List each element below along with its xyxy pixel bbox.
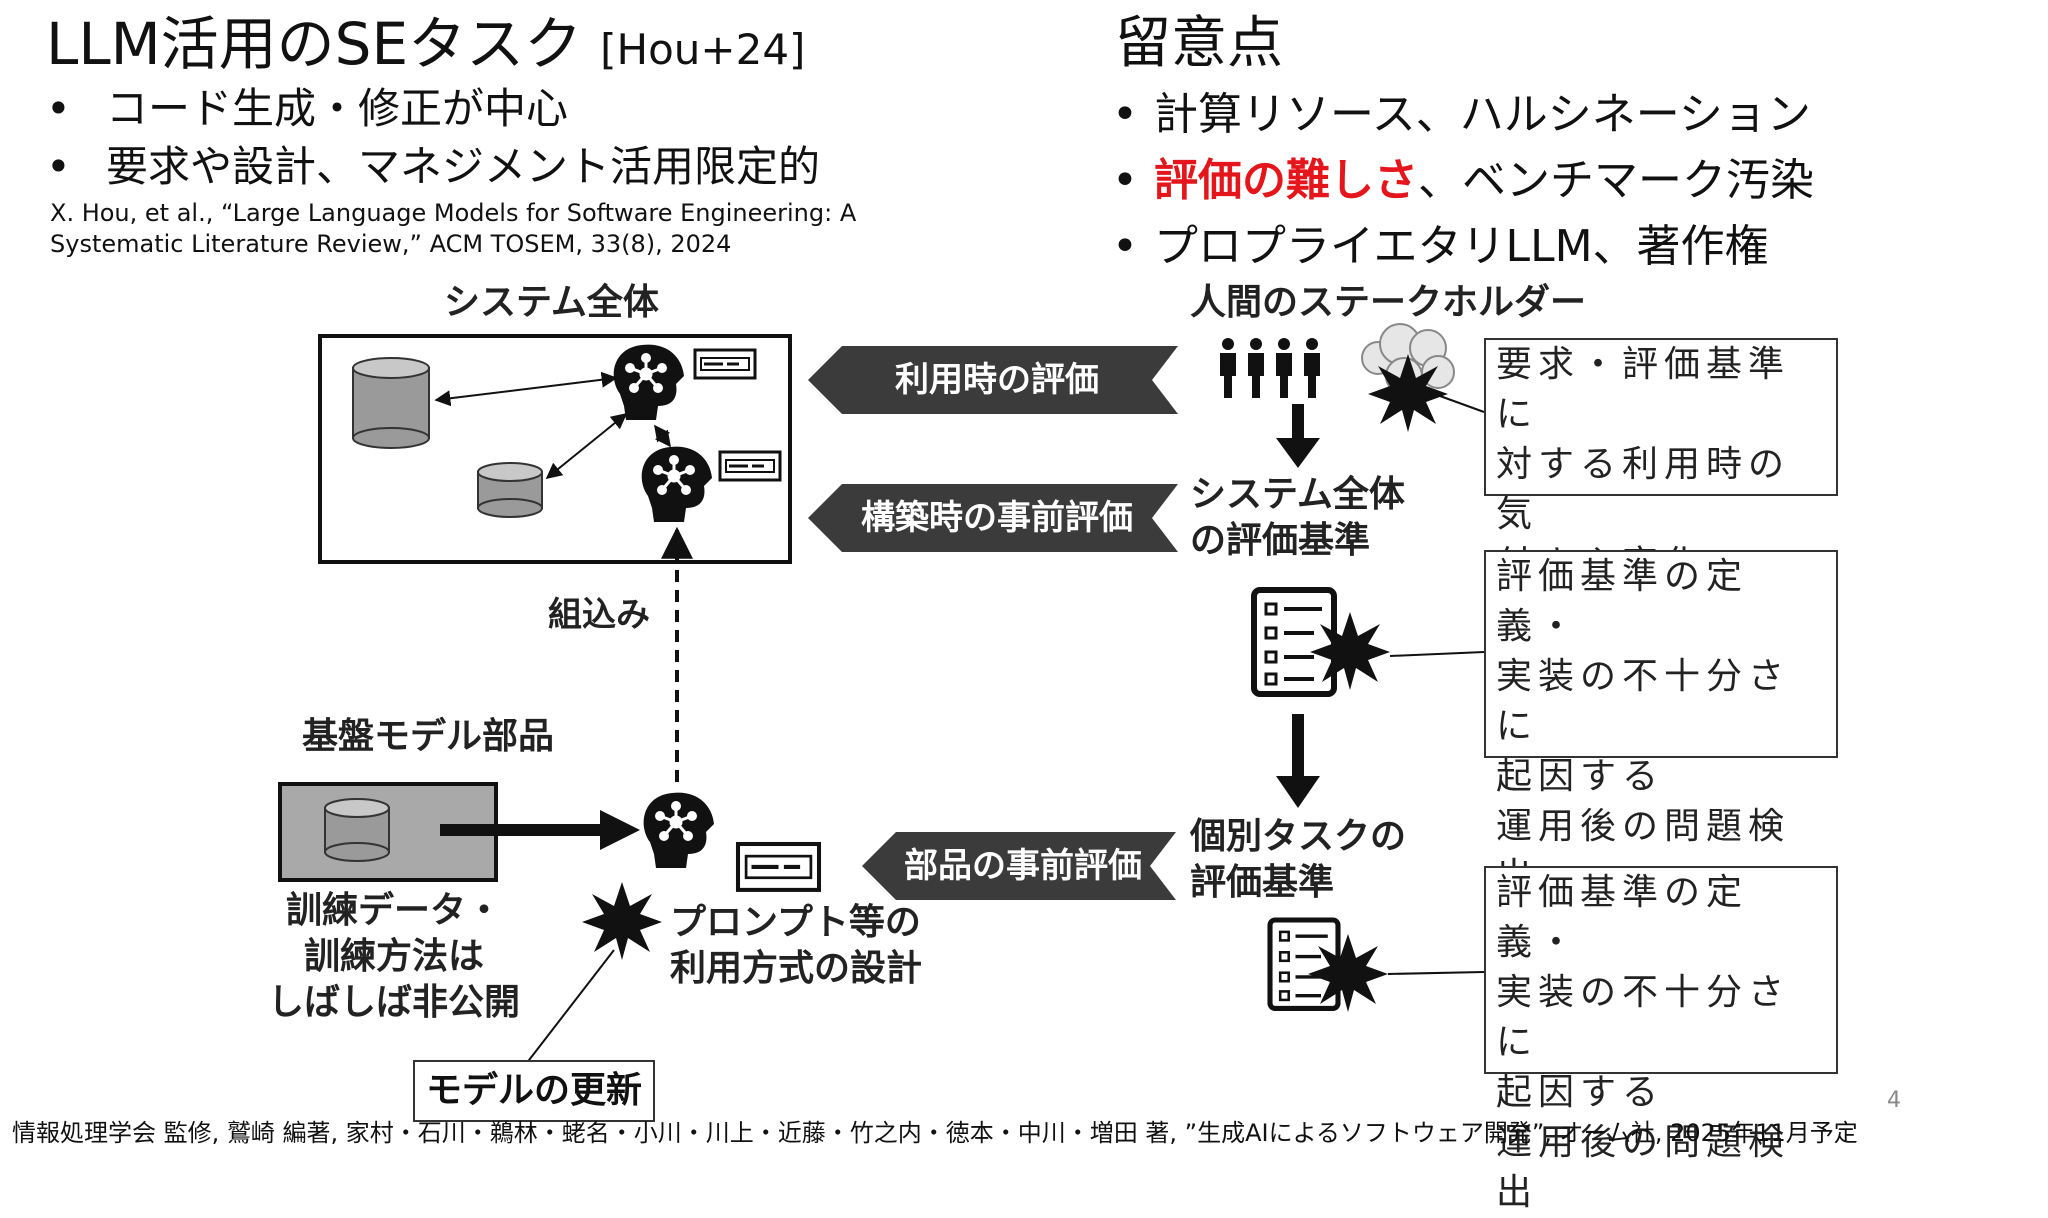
- card-icon-component: [735, 841, 822, 892]
- prompt-design-line-2: 利用方式の設計: [670, 948, 923, 989]
- database-cylinder-small: [477, 462, 543, 518]
- footer-citation: 情報処理学会 監修, 鷲崎 編著, 家村・石川・鵜林・蛯名・小川・川上・近藤・竹…: [12, 1119, 1858, 1147]
- person-icon-2: [1248, 338, 1264, 398]
- stakeholders-label: 人間のステークホルダー: [1190, 282, 1587, 323]
- system-criteria-label: システム全体 の評価基準: [1190, 472, 1405, 564]
- note-bot-line-3: 起因する: [1496, 1072, 1665, 1113]
- checklist-icon-system: [1254, 590, 1334, 694]
- right-bullet-1: 計算リソース、ハルシネーション: [1112, 82, 1814, 148]
- training-note-line-2: 訓練方法は: [304, 936, 485, 977]
- right-bullet-2: 評価の難しさ、ベンチマーク汚染: [1112, 148, 1814, 214]
- left-bullet-2: 要求や設計、マネジメント活用限定的: [46, 138, 820, 196]
- system-whole-label: システム全体: [444, 282, 659, 323]
- badge-build-shape: [808, 484, 1178, 552]
- task-criteria-line-2: 評価基準: [1190, 862, 1335, 903]
- right-bullet-2-rest: 、ベンチマーク汚染: [1418, 155, 1814, 206]
- card-icon-2: [718, 450, 782, 482]
- foundation-parts-label: 基盤モデル部品: [302, 716, 555, 757]
- burst-icon-prompt: [582, 882, 662, 960]
- note-runtime-awareness: 要求・評価基準に 対する利用時の気 付きや変化: [1484, 338, 1838, 585]
- right-bullets: 計算リソース、ハルシネーション 評価の難しさ、ベンチマーク汚染 プロプライエタリ…: [1112, 82, 1814, 280]
- note-system-criteria-issue: 評価基準の定義・ 実装の不十分さに 起因する 運用後の問題検出: [1484, 550, 1838, 897]
- note-bot-line-2: 実装の不十分さに: [1496, 972, 1791, 1063]
- person-icon-4: [1304, 338, 1320, 398]
- right-bullet-3: プロプライエタリLLM、著作権: [1112, 214, 1814, 280]
- citation-line-1: X. Hou, et al., “Large Language Models f…: [50, 199, 857, 227]
- note-task-criteria-issue: 評価基準の定義・ 実装の不十分さに 起因する 運用後の問題検出: [1484, 866, 1838, 1213]
- title-reference: [Hou+24]: [600, 25, 806, 74]
- highlight-text: 評価の難しさ: [1154, 155, 1418, 206]
- prompt-design-line-1: プロンプト等の: [670, 902, 921, 943]
- person-icon-3: [1276, 338, 1292, 398]
- database-cylinder-large: [352, 357, 430, 449]
- person-icon-1: [1220, 338, 1236, 398]
- citation-line-2: Systematic Literature Review,” ACM TOSEM…: [50, 230, 732, 258]
- prompt-design-label: プロンプト等の 利用方式の設計: [670, 900, 922, 992]
- note-bot-line-1: 評価基準の定義・: [1496, 872, 1749, 963]
- model-update-box: モデルの更新: [413, 1060, 655, 1122]
- left-bullet-1: コード生成・修正が中心: [46, 80, 820, 138]
- training-note: 訓練データ・ 訓練方法は しばしば非公開: [268, 888, 520, 1026]
- badge-component-shape: [862, 832, 1176, 900]
- task-criteria-line-1: 個別タスクの: [1190, 816, 1407, 857]
- left-bullets: コード生成・修正が中心 要求や設計、マネジメント活用限定的: [46, 80, 820, 196]
- database-cylinder-foundation: [324, 798, 390, 862]
- system-criteria-line-1: システム全体: [1190, 474, 1405, 515]
- note-mid-line-2: 実装の不十分さに: [1496, 656, 1791, 747]
- note-mid-line-3: 起因する: [1496, 756, 1665, 797]
- training-note-line-1: 訓練データ・: [286, 890, 503, 931]
- slide-title-text: LLM活用のSEタスク: [46, 10, 583, 78]
- badge-runtime: 利用時の評価: [895, 360, 1099, 400]
- note-mid-line-1: 評価基準の定義・: [1496, 556, 1749, 647]
- card-icon-1: [693, 348, 757, 380]
- system-criteria-line-2: の評価基準: [1190, 520, 1371, 561]
- badge-component: 部品の事前評価: [904, 846, 1142, 886]
- slide-title: LLM活用のSEタスク [Hou+24]: [46, 8, 805, 86]
- note-top-line-2: 対する利用時の気: [1496, 444, 1791, 535]
- ai-head-icon-component: [642, 791, 716, 870]
- page-number: 4: [1887, 1088, 1901, 1113]
- badge-build: 構築時の事前評価: [861, 498, 1133, 538]
- right-title: 留意点: [1115, 11, 1283, 76]
- note-top-line-1: 要求・評価基準に: [1496, 344, 1791, 435]
- citation: X. Hou, et al., “Large Language Models f…: [50, 198, 856, 260]
- task-criteria-label: 個別タスクの 評価基準: [1190, 814, 1406, 906]
- badge-runtime-shape: [808, 346, 1178, 414]
- embed-label: 組込み: [548, 595, 650, 635]
- training-note-line-3: しばしば非公開: [268, 982, 521, 1023]
- diagram-canvas: [278, 323, 1485, 1065]
